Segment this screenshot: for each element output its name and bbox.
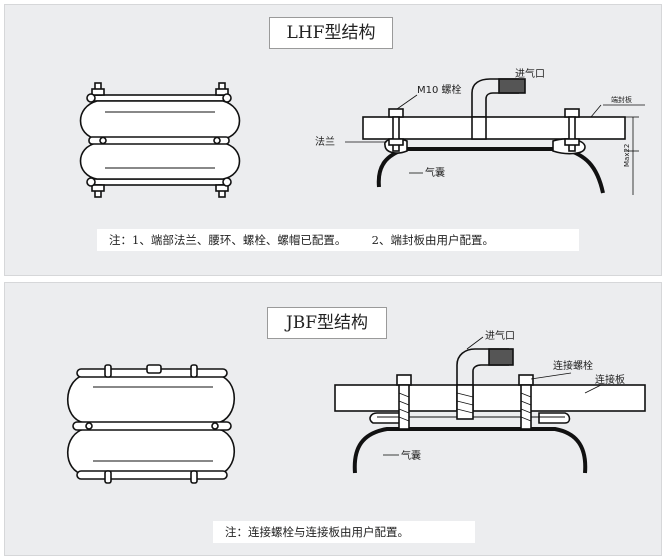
- jbf-label-airbag: 气囊: [401, 449, 421, 462]
- lhf-panel: LHF型结构: [4, 4, 662, 276]
- jbf-airbag-shape: [352, 427, 588, 474]
- lhf-note-2: 2、端封板由用户配置。: [371, 233, 494, 247]
- lhf-title: LHF型结构: [269, 17, 393, 49]
- lhf-end-plate: [362, 116, 626, 140]
- lhf-label-flange: 法兰: [315, 135, 335, 148]
- lhf-note-1: 注：1、端部法兰、腰环、螺栓、螺帽已配置。: [109, 233, 347, 247]
- jbf-title: JBF型结构: [267, 307, 387, 339]
- lhf-label-max22: Max22: [623, 144, 631, 167]
- lhf-airbag-shape: [376, 147, 605, 194]
- jbf-label-air-inlet: 进气口: [485, 329, 515, 342]
- jbf-panel: JBF型结构: [4, 282, 662, 556]
- lhf-label-airbag: 气囊: [425, 166, 445, 179]
- lhf-note: 注：1、端部法兰、腰环、螺栓、螺帽已配置。 2、端封板由用户配置。: [97, 229, 579, 251]
- lhf-label-bolt: M10 螺栓: [417, 83, 462, 96]
- jbf-note: 注：连接螺栓与连接板由用户配置。: [213, 521, 475, 543]
- lhf-label-air-inlet: 进气口: [515, 67, 545, 80]
- lhf-bellows-side-view: [79, 82, 241, 198]
- jbf-bellows-side-view: [66, 364, 236, 484]
- jbf-connect-plate: [334, 384, 646, 412]
- lhf-diagram: M10 螺栓 进气口 法兰 端封板 Max22 气囊: [79, 67, 645, 198]
- jbf-diagram: 进气口 连接螺栓 连接板 气囊: [66, 329, 646, 484]
- jbf-cross-section: [334, 336, 646, 474]
- lhf-cross-section: [345, 78, 645, 195]
- jbf-label-connect-bolt: 连接螺栓: [553, 359, 593, 372]
- jbf-label-connect-plate: 连接板: [595, 373, 625, 386]
- lhf-label-end-plate: 端封板: [611, 95, 632, 104]
